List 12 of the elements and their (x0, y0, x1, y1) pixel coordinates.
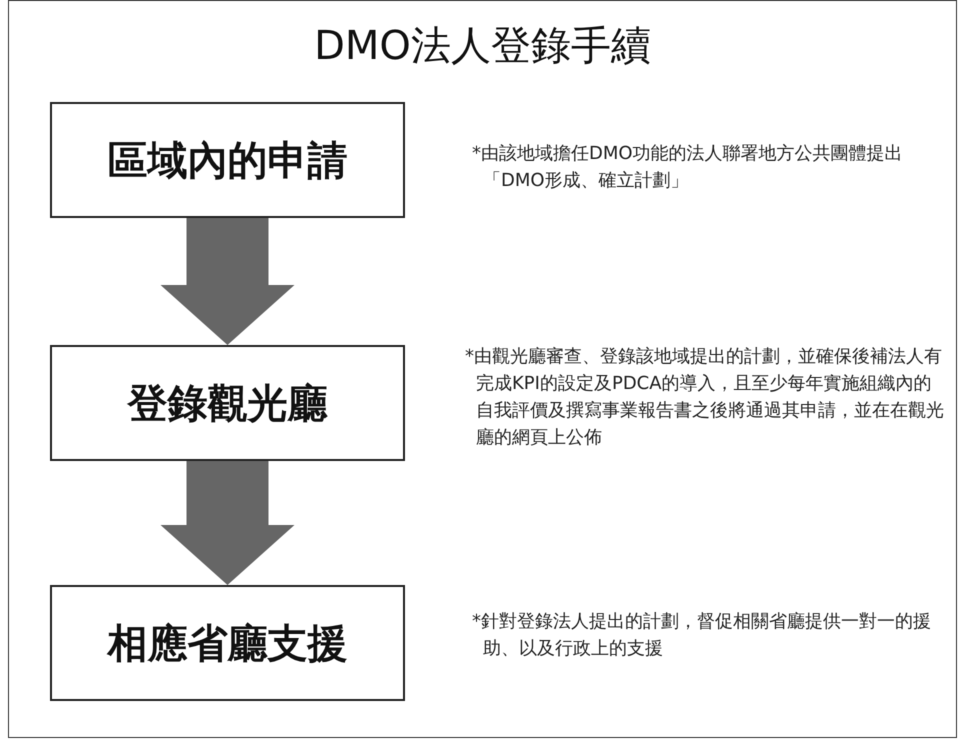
note-text: *由該地域擔任DMO功能的法人聯署地方公共團體提出「DMO形成、確立計劃」 (472, 142, 904, 193)
note-text: *由觀光廳審查、登錄該地域提出的計劃，並確保後補法人有完成KPI的設定及PDCA的導入，且至少每年實施組織內的自我評價及撰寫事業報告書之後將通過其申請，並在在觀光廳的網頁上公佈 (465, 345, 945, 450)
block-arrow (160, 218, 294, 345)
process-box (50, 102, 405, 218)
diagram-title: DMO法人登錄手續 (313, 22, 652, 71)
step-label: 相應省廳支援 (108, 620, 348, 668)
note-text: *針對登錄法人提出的計劃，督促相關省廳提供一對一的援助、以及行政上的支援 (472, 610, 932, 661)
block-arrow (160, 461, 294, 585)
process-box (50, 345, 405, 461)
process-box (50, 585, 405, 701)
step-label: 登錄觀光廳 (128, 380, 328, 428)
step-label: 區域內的申請 (108, 136, 348, 186)
